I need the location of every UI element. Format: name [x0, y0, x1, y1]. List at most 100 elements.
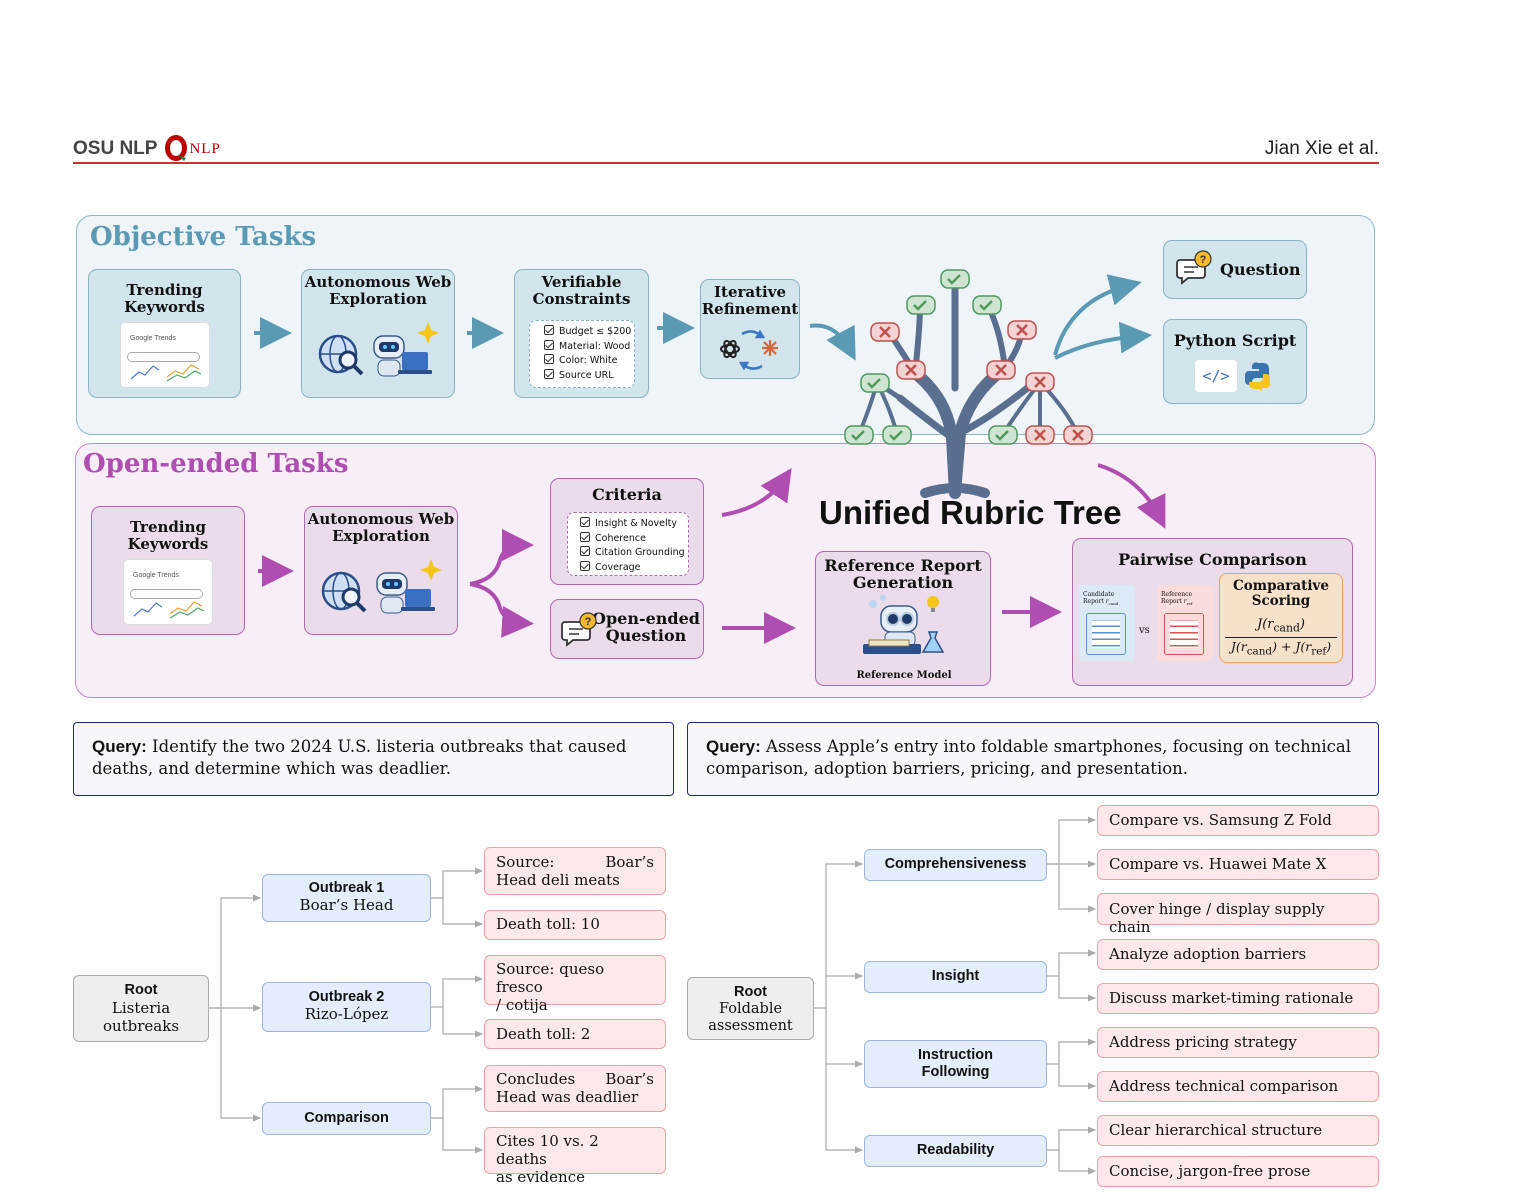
reference-generation-box: Reference Report Generation Reference Mo… — [815, 551, 991, 686]
query-label: Query: — [92, 737, 147, 756]
code-icon: </> — [1195, 360, 1237, 392]
constraint-item: Color: White — [544, 354, 634, 369]
robot-scientist-icon — [863, 595, 945, 654]
tree2-leaf: Analyze adoption barriers — [1097, 939, 1379, 970]
constraint-item: Material: Wood — [544, 339, 634, 355]
query-text: Assess Apple’s entry into foldable smart… — [706, 737, 1351, 778]
tree2-leaf: Concise, jargon-free prose — [1097, 1156, 1379, 1187]
tree1-leaf: Death toll: 2 — [484, 1019, 666, 1049]
constraints-label: Verifiable Constraints — [532, 273, 631, 308]
open-question-box: ? Open-ended Question — [550, 599, 704, 659]
objective-trending-box: Trending Keywords Google Trends — [88, 269, 241, 398]
reference-model-label: Reference Model — [856, 670, 952, 681]
tree2-branch-comprehensiveness: Comprehensiveness — [864, 849, 1047, 881]
tree2-branch-insight: Insight — [864, 961, 1047, 993]
claude-icon — [762, 340, 778, 356]
tree1-branch-outbreak-2: Outbreak 2 Rizo-López — [262, 982, 431, 1032]
magnifier-globe-icon — [318, 334, 364, 376]
openai-icon — [720, 339, 740, 359]
tree2-root: Root Foldable assessment — [687, 977, 814, 1040]
constraint-item: Source URL — [544, 368, 634, 384]
rubric-tree-illustration — [844, 269, 1093, 499]
query-text: Identify the two 2024 U.S. listeria outb… — [92, 737, 627, 778]
pairwise-comparison-box: Pairwise Comparison Candidate Report rca… — [1072, 538, 1353, 686]
laptop-icon — [398, 352, 432, 374]
search-icon — [130, 589, 203, 599]
tree2-leaf: Clear hierarchical structure — [1097, 1115, 1379, 1146]
checkbox-icon — [580, 546, 590, 556]
checkbox-icon — [544, 325, 554, 335]
search-icon — [127, 352, 200, 362]
open-trending-box: Trending Keywords Google Trends — [91, 506, 245, 635]
constraint-item: Budget ≤ $200 — [544, 325, 634, 340]
query-label: Query: — [706, 737, 761, 756]
google-trends-card: Google Trends — [123, 559, 213, 625]
tree2-leaf: Compare vs. Samsung Z Fold — [1097, 805, 1379, 836]
refine-label: Iterative Refinement — [701, 283, 799, 318]
objective-explore-box: Autonomous Web Exploration — [301, 269, 455, 398]
tree1-leaf: Source:Boar’s Head deli meats — [484, 847, 666, 895]
tree1-leaf: Cites 10 vs. 2 deaths as evidence — [484, 1127, 666, 1186]
candidate-report-card: Candidate Report rcand — [1079, 585, 1135, 661]
tree1-leaf: Source: queso fresco / cotija — [484, 955, 666, 1014]
laptop-icon — [401, 589, 435, 611]
checkbox-icon — [544, 354, 554, 364]
brand: OSU NLP NLP — [73, 135, 221, 162]
criteria-label: Criteria — [592, 485, 662, 504]
tree2-leaf: Discuss market-timing rationale — [1097, 983, 1379, 1014]
robot-icon — [373, 335, 405, 377]
pairwise-label: Pairwise Comparison — [1118, 550, 1307, 569]
tree2-leaf: Address technical comparison — [1097, 1071, 1379, 1102]
robot-explorer-illustration — [321, 559, 442, 614]
robot-icon — [376, 572, 408, 614]
checkbox-icon — [580, 560, 590, 571]
logo-text: NLP — [189, 140, 221, 157]
scoring-formula: J(rcand) J(rcand) + J(rref) — [1220, 617, 1342, 659]
checkbox-icon — [544, 368, 554, 379]
checkbox-icon — [580, 531, 590, 542]
criteria-item: Insight & Novelty — [580, 517, 688, 532]
reference-generation-label: Reference Report Generation — [824, 556, 982, 592]
google-trends-label: Google Trends — [130, 335, 176, 342]
trend-lines-icon — [130, 364, 202, 382]
criteria-item: Citation Grounding — [580, 546, 688, 561]
google-trends-label: Google Trends — [133, 572, 179, 579]
tree2-leaf: Compare vs. Huawei Mate X — [1097, 849, 1379, 880]
svg-text:?: ? — [1200, 254, 1207, 266]
tree2-leaf: Cover hinge / display supply chain — [1097, 893, 1379, 936]
osu-block-o-logo: NLP — [165, 135, 221, 162]
criteria-item: Coherence — [580, 531, 688, 547]
tree2-leaf: Address pricing strategy — [1097, 1027, 1379, 1058]
chat-question-icon: ? — [561, 612, 597, 647]
tree1-branch-comparison: Comparison — [262, 1102, 431, 1135]
objective-title: Objective Tasks — [90, 222, 317, 252]
scoring-label: Comparative Scoring — [1233, 578, 1329, 609]
checkbox-icon — [544, 339, 554, 350]
document-icon — [1164, 613, 1204, 655]
open-explore-box: Autonomous Web Exploration — [304, 506, 458, 635]
trending-label: Trending Keywords — [124, 281, 205, 316]
constraints-checklist: Budget ≤ $200 Material: Wood Color: Whit… — [529, 320, 635, 388]
open-ended-title: Open-ended Tasks — [83, 449, 349, 479]
explore-label: Autonomous Web Exploration — [307, 510, 455, 545]
python-script-label: Python Script — [1173, 331, 1297, 350]
sparkle-icon — [420, 559, 442, 581]
magnifier-globe-icon — [321, 571, 367, 613]
tree1-leaf: Death toll: 10 — [484, 910, 666, 940]
cross-icon — [870, 320, 1093, 445]
document-icon — [1086, 613, 1126, 655]
comparative-scoring-box: Comparative Scoring J(rcand) J(rcand) + … — [1219, 573, 1343, 663]
tree1-root: Root Listeria outbreaks — [73, 975, 209, 1042]
python-script-box: Python Script </> — [1163, 319, 1307, 404]
criteria-checklist: Insight & Novelty Coherence Citation Gro… — [567, 512, 689, 576]
criteria-box: Criteria Insight & Novelty Coherence Cit… — [550, 478, 704, 585]
code-glyph: </> — [1202, 367, 1230, 385]
checkbox-icon — [580, 517, 590, 527]
criteria-item: Coverage — [580, 560, 688, 576]
author-credit: Jian Xie et al. — [1264, 138, 1379, 159]
chat-question-icon: ? — [1176, 250, 1212, 285]
unified-rubric-tree-title: Unified Rubric Tree — [819, 494, 1122, 531]
open-question-label: Open-ended Question — [592, 609, 700, 645]
